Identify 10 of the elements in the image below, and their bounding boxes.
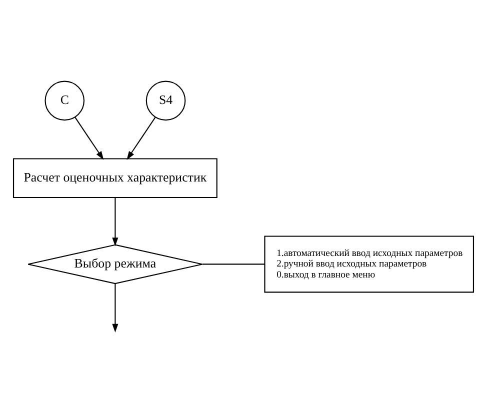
connector bbox=[202, 263, 264, 264]
arrow bbox=[126, 116, 156, 160]
node-circle: C bbox=[44, 80, 84, 120]
node-box: 1.автоматический ввод исходных параметров 2.ручной ввод исходных параметров 0.выход в главное меню bbox=[264, 235, 474, 292]
node-circle: S4 bbox=[145, 80, 186, 120]
node-diamond: Выбор режима bbox=[27, 244, 202, 284]
arrow bbox=[74, 116, 104, 160]
arrow bbox=[112, 283, 118, 332]
arrow bbox=[112, 197, 118, 246]
node-box: Расчет оценочных характеристик bbox=[12, 158, 217, 198]
